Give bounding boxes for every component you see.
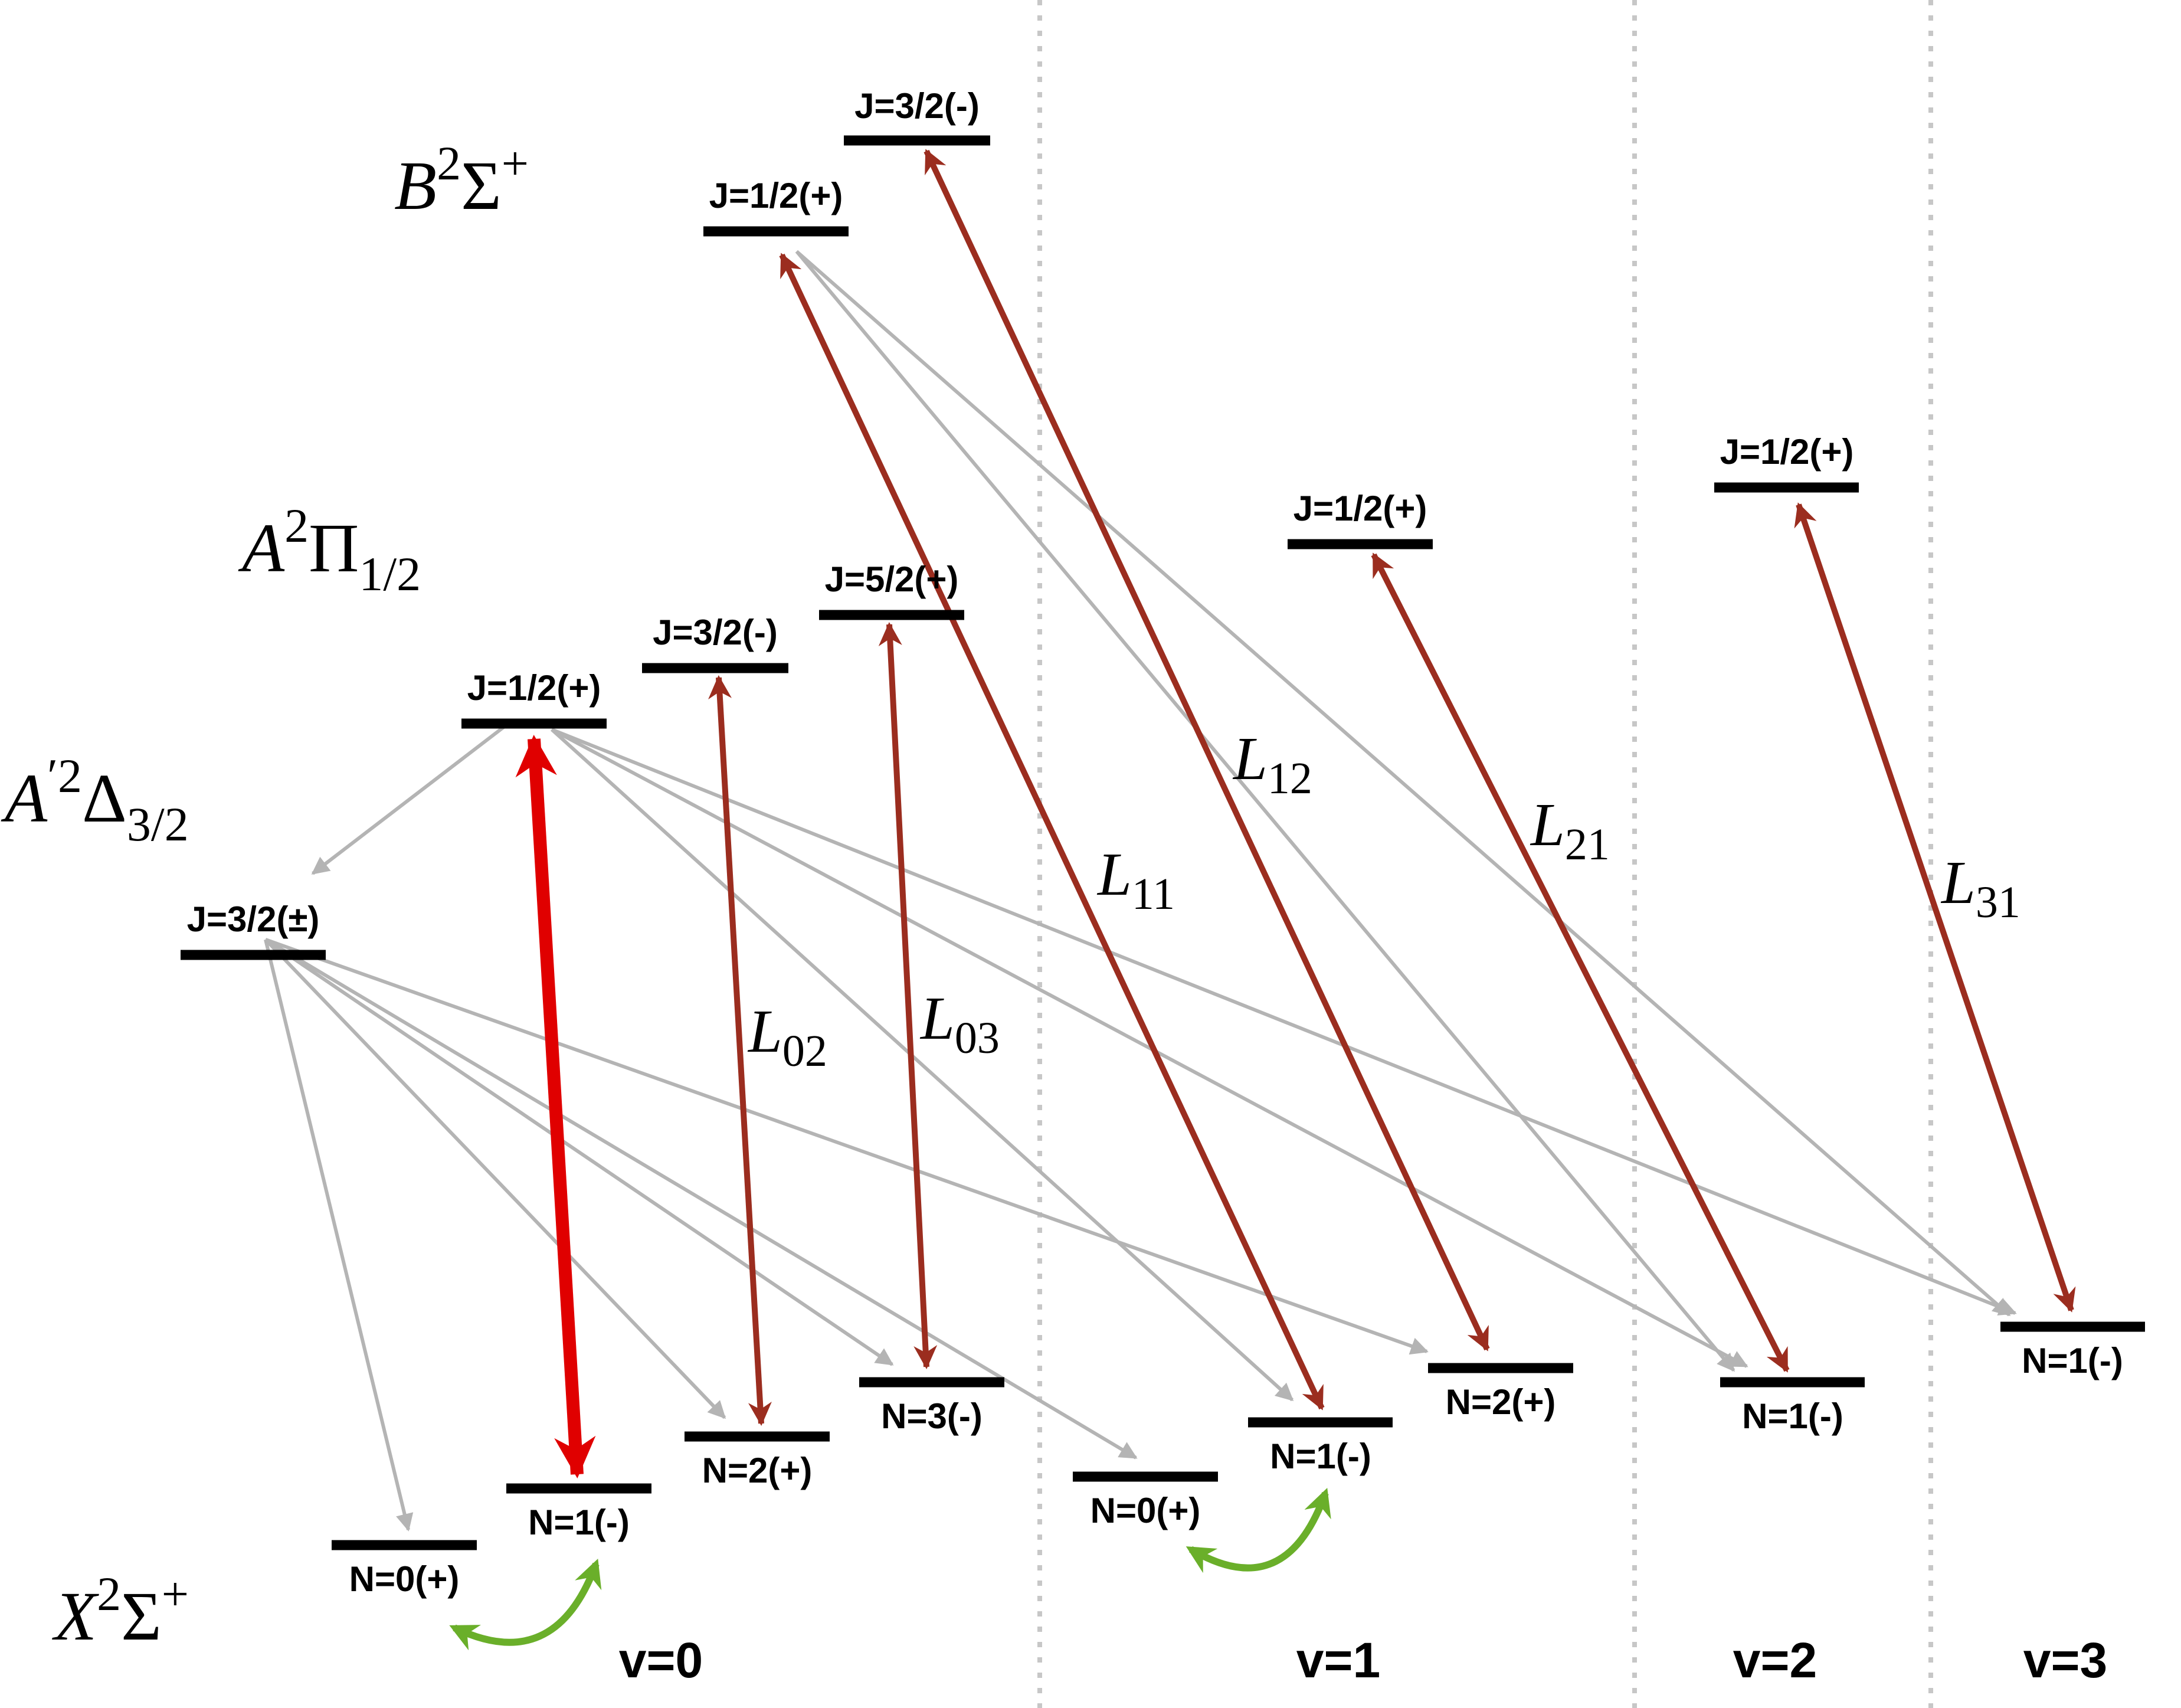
microwave-arrow-v1 [1186,1487,1331,1573]
decay-arrow [264,938,726,1419]
label-X-v1-N0: N=0(+) [1090,1491,1201,1530]
label-A-J52: J=5/2(+) [825,559,959,599]
label-X-v3-N1: N=1(-) [2022,1341,2123,1380]
decay-arrow [795,250,1735,1372]
laser-label-L11: L11 [1096,840,1175,919]
state-label-Aprime: A′2Δ3/2 [1,749,189,851]
label-B-v0-J32: J=3/2(-) [854,86,980,126]
label-B-v0-J12: J=1/2(+) [709,176,843,215]
laser-L21-arrow [1371,552,1790,1373]
label-B-v2-J12: J=1/2(+) [1720,432,1854,472]
label-X-v0-N0: N=0(+) [349,1559,460,1599]
laser-L02-arrow [708,675,772,1426]
decay-arrow [264,938,1138,1460]
laser-label-L12: L12 [1232,725,1312,803]
energy-levels [181,135,2145,1550]
repump-lasers [708,149,2076,1426]
label-X-v0-N2: N=2(+) [702,1451,813,1490]
laser-label-L31: L31 [1940,849,2020,927]
vib-label-v3: v=3 [2023,1632,2108,1688]
label-A-J12: J=1/2(+) [467,668,601,708]
label-B-v1-J12: J=1/2(+) [1293,489,1427,528]
label-X-v2-N1: N=1(-) [1742,1396,1843,1436]
laser-label-L03: L03 [919,984,1000,1063]
label-X-v1-N1: N=1(-) [1270,1437,1371,1476]
label-X-v1-N2: N=2(+) [1446,1382,1556,1422]
microwave-arrow-v0 [449,1558,602,1651]
decay-arrow [795,250,2011,1317]
main-cooling-laser-arrow [515,734,596,1479]
level-labels: J=3/2(-) J=1/2(+) J=1/2(+) J=1/2(+) J=1/… [187,86,2123,1599]
laser-label-L02: L02 [747,997,827,1076]
vib-label-v1: v=1 [1296,1632,1381,1688]
decay-arrow [264,938,894,1366]
label-A-J32: J=3/2(-) [653,613,778,652]
label-Ap-J32: J=3/2(±) [187,899,320,939]
state-label-X: X2Σ+ [52,1567,189,1655]
laser-label-L21: L21 [1530,791,1610,869]
decay-arrow [264,939,414,1532]
label-X-v0-N3: N=3(-) [881,1396,983,1436]
state-label-B: B2Σ+ [394,136,529,224]
vib-label-v0: v=0 [619,1632,703,1688]
decay-arrow [264,938,1429,1355]
state-label-A: A2Π1/2 [238,499,421,601]
laser-L31-arrow [1794,502,2076,1313]
decay-arrow [311,721,511,875]
laser-L11-arrow [779,253,1325,1411]
vib-label-v2: v=2 [1733,1632,1818,1688]
label-X-v0-N1: N=1(-) [528,1503,630,1542]
